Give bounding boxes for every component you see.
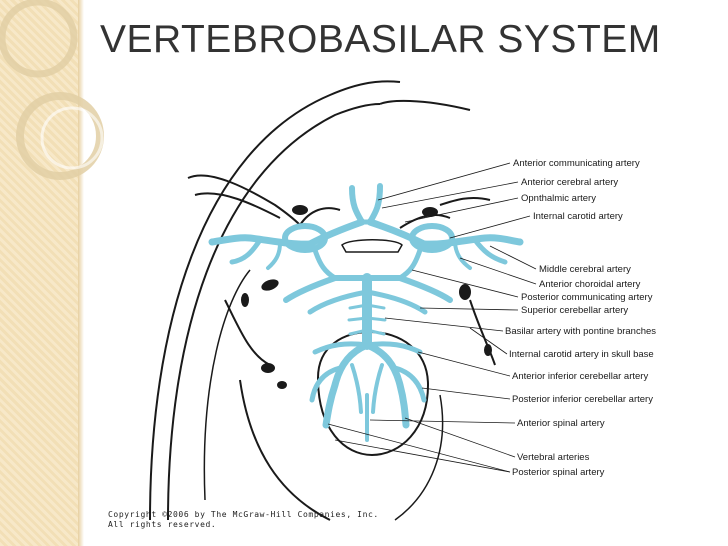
label-anterior-cerebral-artery: Anterior cerebral artery [521,177,618,188]
label-anterior-choroidal-artery: Anterior choroidal artery [539,279,641,290]
label-vertebral-arteries: Vertebral arteries [517,452,590,463]
decorative-rings [0,0,104,180]
copyright-notice: Copyright ©2006 by The McGraw-Hill Compa… [108,510,379,530]
label-posterior-inferior-cerebellar-artery: Posterior inferior cerebellar artery [512,394,653,405]
label-superior-cerebellar-artery: Superior cerebellar artery [521,305,628,316]
skull-outline [149,80,496,521]
slide-title: VERTEBROBASILAR SYSTEM [100,18,661,61]
strip-edge-shadow [78,0,84,546]
copyright-line-1: Copyright ©2006 by The McGraw-Hill Compa… [108,510,379,519]
arterial-tree [208,183,524,442]
label-basilar-artery: Basilar artery with pontine branches [505,326,656,337]
copyright-line-2: All rights reserved. [108,520,217,529]
decorative-side-strip [0,0,78,546]
artery-labels: Anterior communicating artery Anterior c… [505,158,656,478]
label-anterior-spinal-artery: Anterior spinal artery [517,418,605,429]
skull-foramina [241,205,492,389]
label-leader-lines [327,162,537,473]
label-internal-carotid-artery: Internal carotid artery [533,211,623,222]
label-anterior-inferior-cerebellar-artery: Anterior inferior cerebellar artery [512,371,648,382]
label-anterior-communicating-artery: Anterior communicating artery [513,158,640,169]
label-internal-carotid-skull-base: Internal carotid artery in skull base [509,349,654,360]
label-posterior-spinal-artery: Posterior spinal artery [512,467,605,478]
label-ophthalmic-artery: Opnthalmic artery [521,193,596,204]
label-middle-cerebral-artery: Middle cerebral artery [539,264,631,275]
label-posterior-communicating-artery: Posterior communicating artery [521,292,653,303]
